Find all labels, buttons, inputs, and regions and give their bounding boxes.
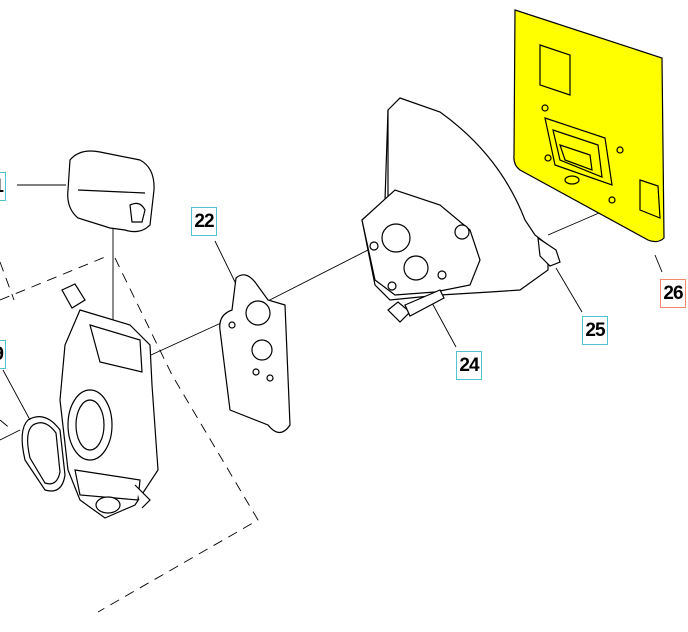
carburetor (59, 283, 159, 519)
intake-housing (361, 97, 549, 301)
leader-lines (0, 184, 663, 441)
callout-26-selected[interactable]: 26 (660, 279, 686, 308)
callout-24[interactable]: 24 (456, 351, 482, 380)
callout-9[interactable]: 9 (0, 340, 6, 369)
dashed-assembly-outline (0, 254, 259, 613)
part-25-clip (537, 236, 561, 267)
part-22-gasket (219, 274, 291, 434)
callout-25[interactable]: 25 (582, 316, 608, 345)
part-1-cap (67, 150, 155, 233)
part-26-gasket-highlighted (513, 9, 665, 243)
callout-22[interactable]: 22 (191, 207, 217, 236)
part-9-seal-ring (21, 416, 66, 492)
callout-1[interactable]: 1 (0, 172, 6, 201)
part-24-screw (387, 289, 445, 323)
